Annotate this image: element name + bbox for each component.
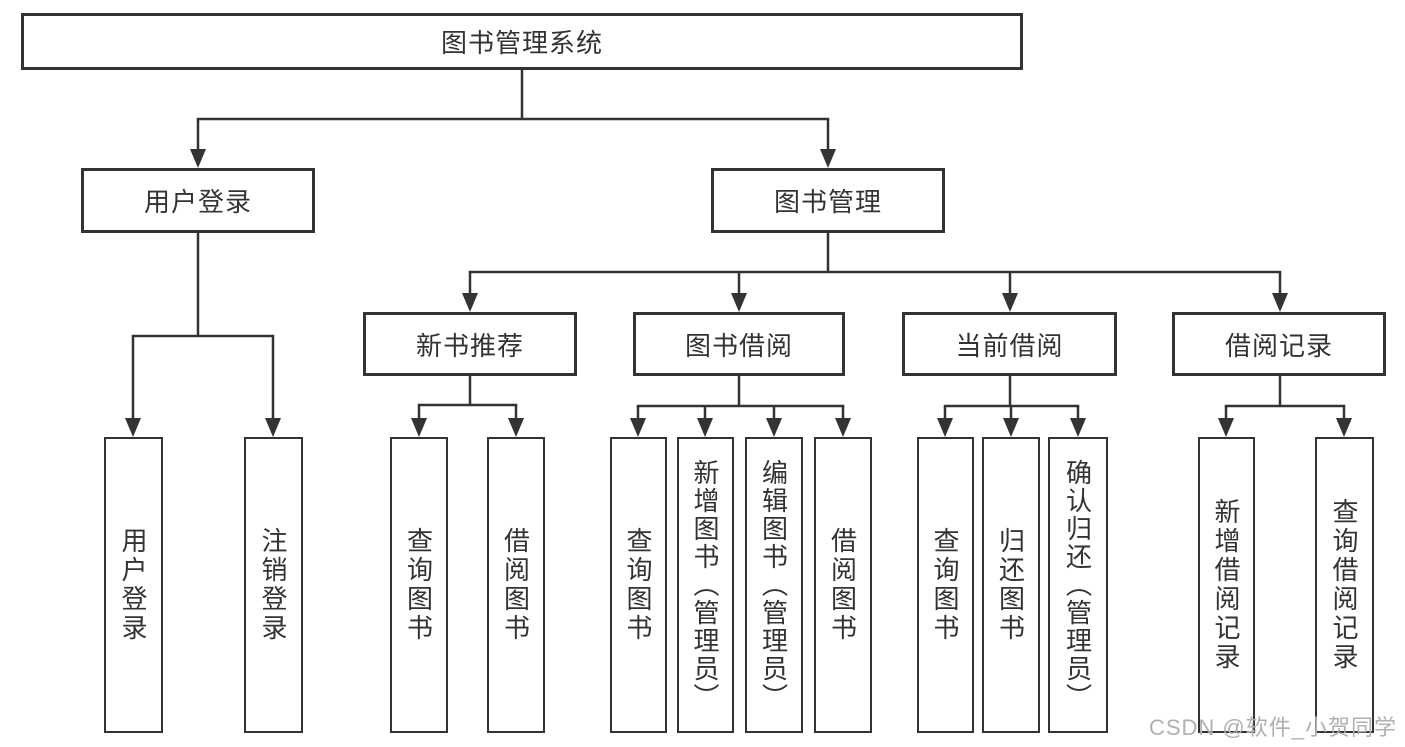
node-current-borrowing-label: 当前借阅 bbox=[955, 330, 1064, 361]
node-user-login: 用户登录 bbox=[81, 168, 315, 233]
leaf-current-confirm-return-admin-label: 确认归还（管理员） bbox=[1062, 459, 1093, 711]
leaf-records-query-record-label: 查询借阅记录 bbox=[1329, 498, 1359, 672]
leaf-borrowing-borrow-books: 借阅图书 bbox=[814, 437, 872, 733]
leaf-borrowing-query-books: 查询图书 bbox=[610, 437, 667, 733]
leaf-borrowing-edit-books-admin-label: 编辑图书（管理员） bbox=[758, 459, 789, 711]
leaf-recommend-borrow-books-label: 借阅图书 bbox=[500, 527, 531, 643]
leaf-borrowing-add-books-admin-label: 新增图书（管理员） bbox=[690, 459, 720, 711]
leaf-current-query-books-label: 查询图书 bbox=[930, 527, 960, 643]
leaf-recommend-borrow-books: 借阅图书 bbox=[487, 437, 545, 733]
node-borrowing-records-label: 借阅记录 bbox=[1224, 330, 1333, 361]
leaf-borrowing-borrow-books-label: 借阅图书 bbox=[827, 527, 858, 643]
leaf-borrowing-query-books-label: 查询图书 bbox=[623, 527, 653, 643]
node-book-management: 图书管理 bbox=[711, 168, 945, 233]
leaf-user-login: 用户登录 bbox=[104, 437, 163, 733]
leaf-borrowing-edit-books-admin: 编辑图书（管理员） bbox=[745, 437, 803, 733]
leaf-records-add-record: 新增借阅记录 bbox=[1198, 437, 1255, 733]
node-new-book-recommend-label: 新书推荐 bbox=[415, 330, 524, 361]
leaf-recommend-query-books: 查询图书 bbox=[390, 437, 448, 733]
node-user-login-label: 用户登录 bbox=[143, 187, 252, 217]
csdn-watermark: CSDN @软件_小贺同学 bbox=[1148, 715, 1397, 740]
node-borrowing-records: 借阅记录 bbox=[1172, 312, 1386, 376]
node-root-system-label: 图书管理系统 bbox=[440, 28, 603, 58]
leaf-current-query-books: 查询图书 bbox=[917, 437, 974, 733]
leaf-logout: 注销登录 bbox=[244, 437, 303, 733]
node-current-borrowing: 当前借阅 bbox=[902, 312, 1117, 376]
node-root-system: 图书管理系统 bbox=[21, 13, 1023, 70]
leaf-logout-label: 注销登录 bbox=[258, 527, 288, 643]
leaf-current-return-books-label: 归还图书 bbox=[995, 527, 1026, 643]
node-book-borrowing-label: 图书借阅 bbox=[684, 330, 793, 361]
node-new-book-recommend: 新书推荐 bbox=[363, 312, 577, 376]
node-book-management-label: 图书管理 bbox=[773, 187, 882, 217]
leaf-current-return-books: 归还图书 bbox=[982, 437, 1040, 733]
leaf-user-login-label: 用户登录 bbox=[118, 527, 148, 643]
leaf-current-confirm-return-admin: 确认归还（管理员） bbox=[1048, 437, 1108, 733]
leaf-records-add-record-label: 新增借阅记录 bbox=[1211, 498, 1241, 672]
leaf-recommend-query-books-label: 查询图书 bbox=[403, 527, 434, 643]
node-book-borrowing: 图书借阅 bbox=[633, 312, 845, 376]
leaf-borrowing-add-books-admin: 新增图书（管理员） bbox=[677, 437, 734, 733]
leaf-records-query-record: 查询借阅记录 bbox=[1315, 437, 1374, 733]
